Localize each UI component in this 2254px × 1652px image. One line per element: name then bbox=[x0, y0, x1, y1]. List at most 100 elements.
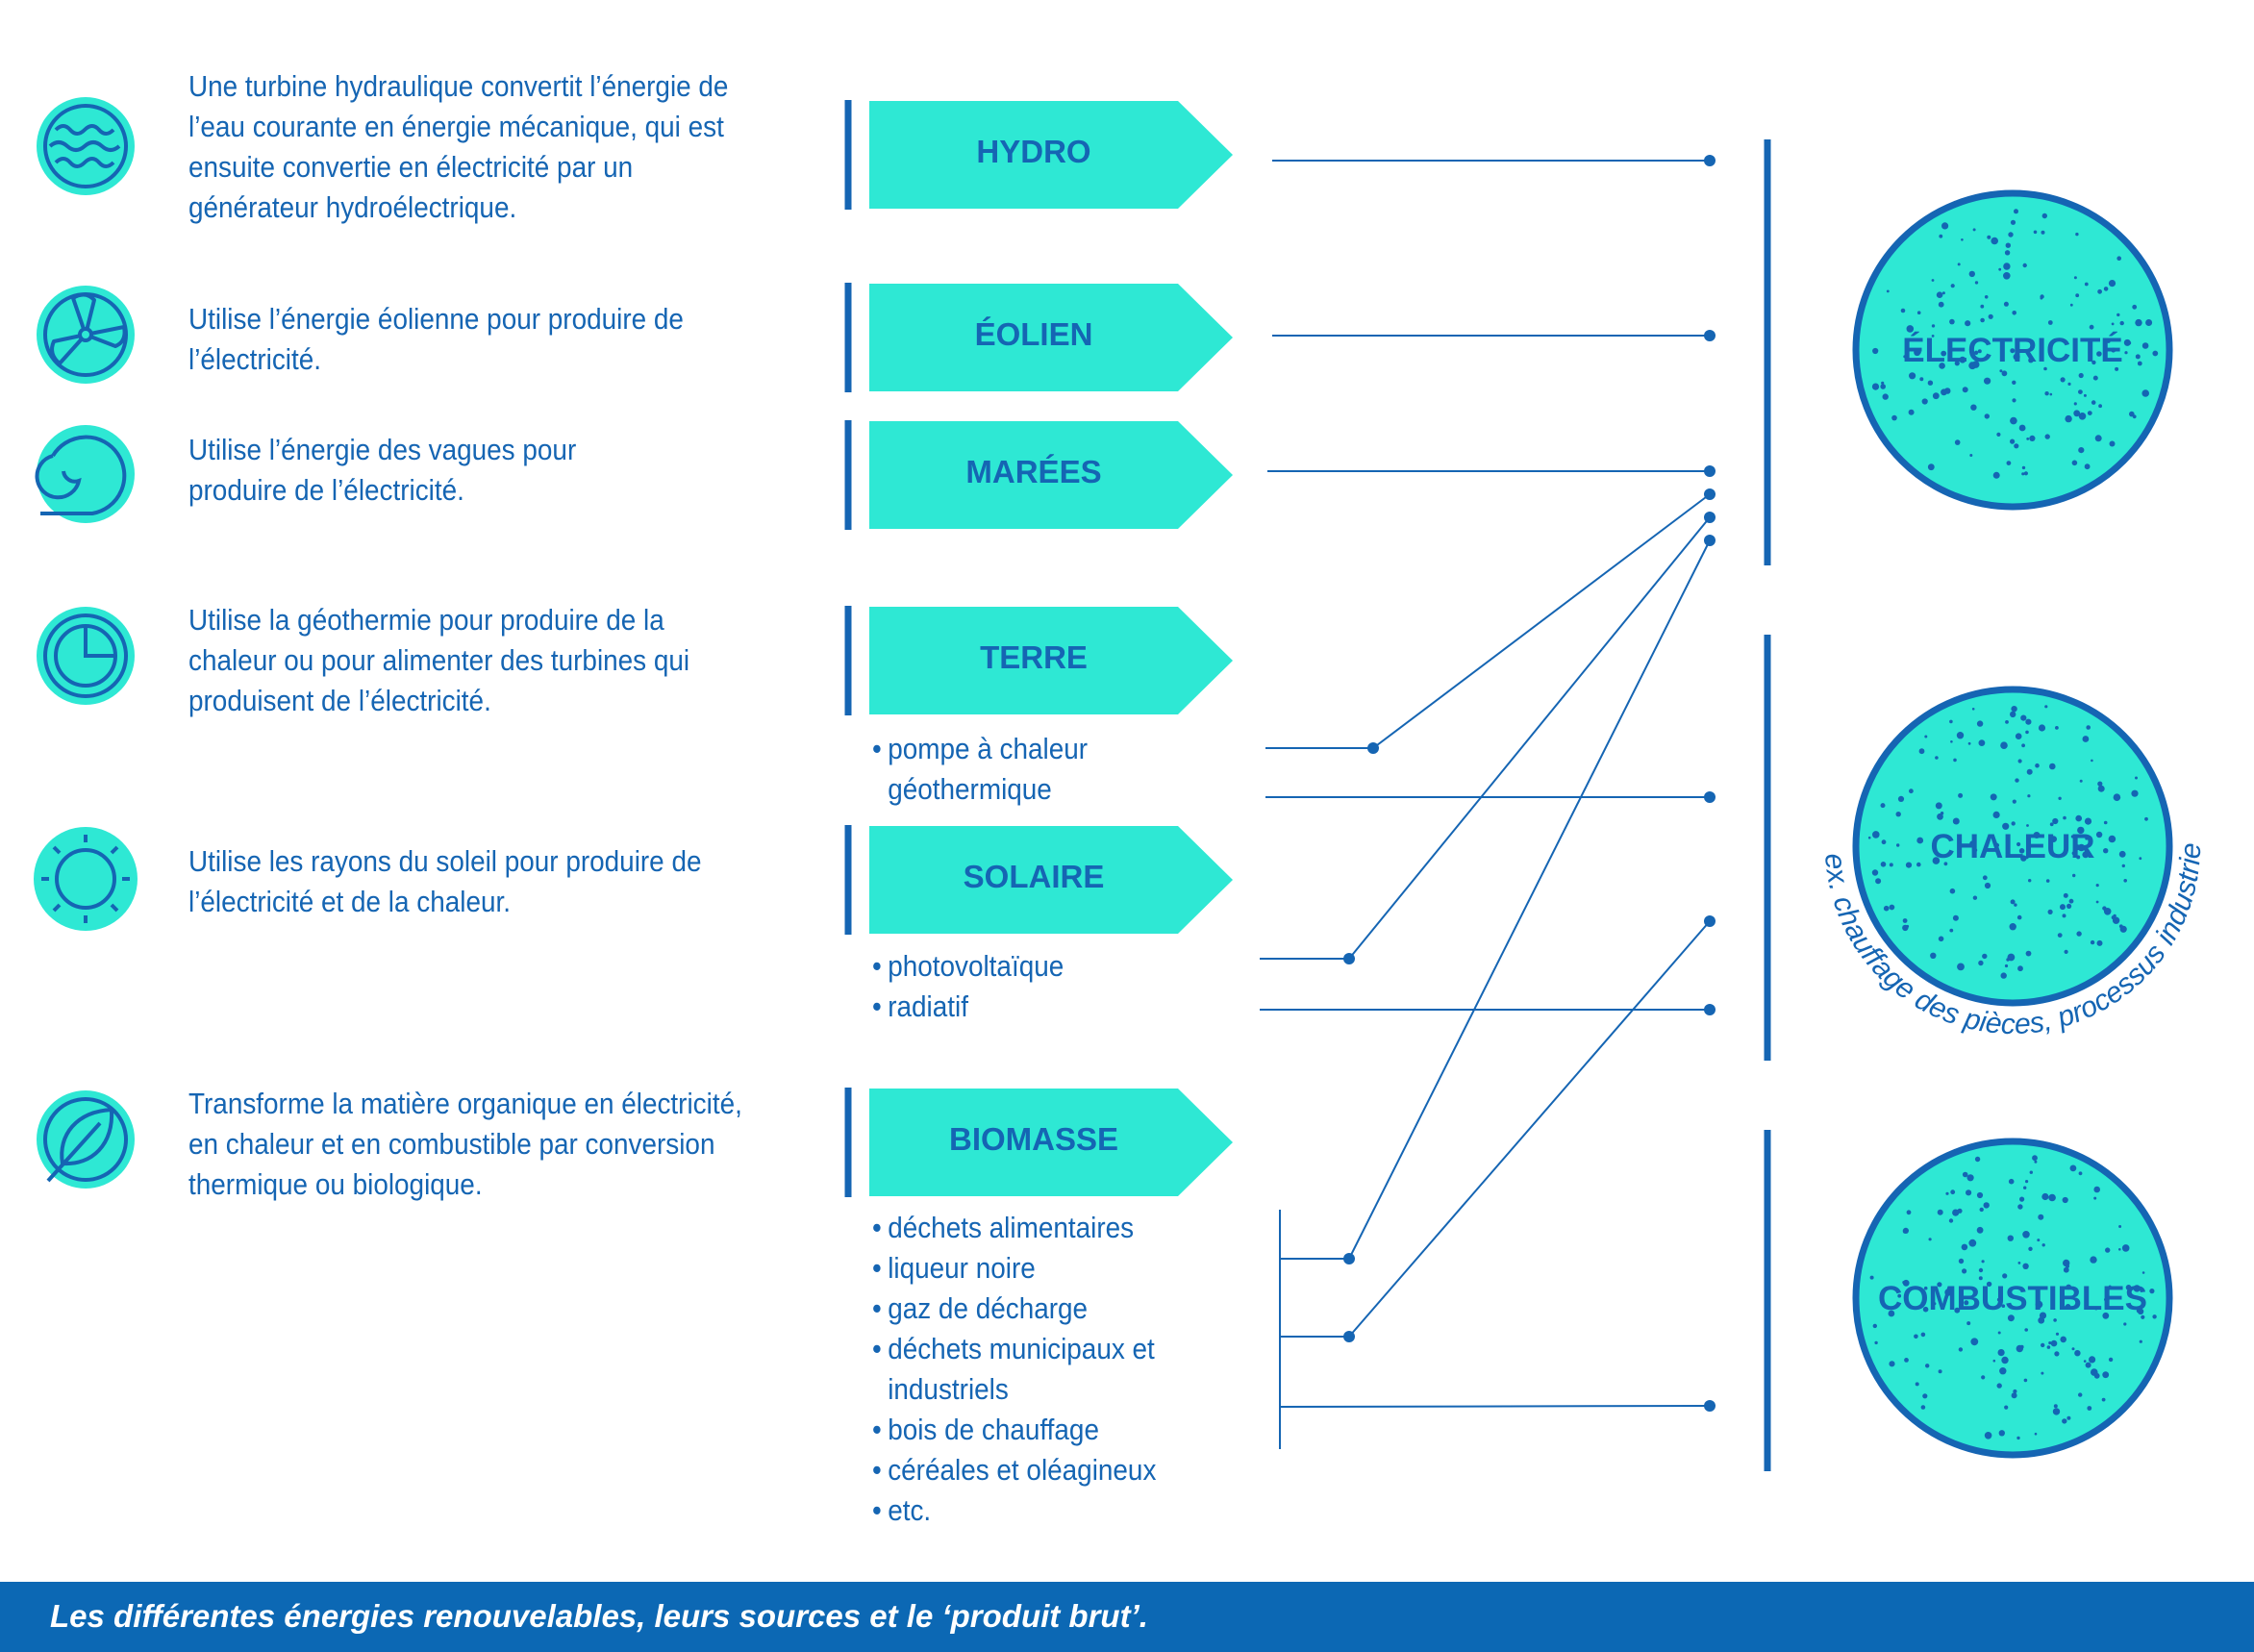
list-item: •bois de chauffage bbox=[872, 1410, 1192, 1450]
speckle-dot bbox=[2024, 1328, 2028, 1332]
speckle-dot bbox=[2021, 743, 2026, 748]
speckle-dot bbox=[2079, 779, 2083, 783]
speckle-dot bbox=[2145, 319, 2153, 326]
speckle-dot bbox=[2014, 903, 2017, 907]
speckle-dot bbox=[1980, 304, 1985, 309]
speckle-dot bbox=[2084, 282, 2089, 287]
speckle-dot bbox=[2093, 1196, 2097, 1200]
speckle-dot bbox=[2015, 733, 2022, 739]
speckle-dot bbox=[1984, 1432, 1992, 1439]
source-arrow-hydro: HYDRO bbox=[844, 100, 1233, 210]
speckle-dot bbox=[2012, 311, 2016, 315]
speckle-dot bbox=[2077, 826, 2085, 835]
speckle-dot bbox=[2086, 725, 2091, 730]
speckle-dot bbox=[2052, 1408, 2061, 1415]
speckle-dot bbox=[1941, 291, 1945, 295]
speckle-dot bbox=[1906, 1210, 1912, 1215]
speckle-dot bbox=[2049, 392, 2053, 396]
sub-item-label: photovoltaïque bbox=[888, 949, 1064, 983]
speckle-dot bbox=[1958, 792, 1964, 798]
speckle-dot bbox=[1869, 1275, 1874, 1280]
speckle-dot bbox=[2017, 1204, 2023, 1210]
speckle-dot bbox=[2055, 1332, 2060, 1336]
speckle-dot bbox=[2132, 304, 2138, 310]
leaf-icon bbox=[37, 1090, 135, 1189]
speckle-dot bbox=[2103, 848, 2109, 854]
speckle-dot bbox=[2044, 391, 2049, 396]
speckle-dot bbox=[2078, 1392, 2083, 1397]
speckle-dot bbox=[1902, 918, 1908, 923]
speckle-dot bbox=[2091, 759, 2093, 763]
speckle-dot bbox=[2103, 820, 2108, 825]
speckle-dot bbox=[2010, 416, 2017, 425]
speckle-dot bbox=[2077, 843, 2086, 852]
speckle-dot bbox=[2075, 232, 2079, 237]
speckle-dot bbox=[2135, 776, 2138, 780]
speckle-dot bbox=[1978, 739, 1986, 746]
speckle-dot bbox=[1956, 732, 1965, 739]
speckle-dot bbox=[2053, 1404, 2058, 1409]
speckle-dot bbox=[2039, 1312, 2047, 1319]
speckle-dot bbox=[1880, 862, 1887, 867]
water-waves-icon bbox=[37, 97, 135, 195]
speckle-dot bbox=[2111, 322, 2115, 326]
connector-biomasse-chaleur bbox=[1348, 920, 1711, 1338]
speckle-dot bbox=[1937, 813, 1943, 820]
speckle-dot bbox=[2085, 837, 2089, 840]
speckle-dot bbox=[1881, 839, 1887, 845]
speckle-dot bbox=[1914, 1334, 1918, 1339]
speckle-dot bbox=[1984, 295, 1989, 299]
speckle-dot bbox=[2116, 313, 2120, 317]
sun-icon bbox=[34, 827, 138, 931]
speckle-dot bbox=[1950, 740, 1953, 743]
speckle-dot bbox=[2013, 1389, 2017, 1394]
speckle-dot bbox=[1978, 960, 1984, 966]
speckle-dot bbox=[2026, 438, 2030, 440]
speckle-dot bbox=[2029, 435, 2036, 441]
speckle-dot bbox=[1916, 311, 1921, 315]
speckle-dot bbox=[2152, 350, 2159, 357]
speckle-dot bbox=[2004, 1405, 2009, 1410]
speckle-dot bbox=[2038, 724, 2046, 732]
speckle-dot bbox=[2141, 342, 2149, 349]
speckle-dot bbox=[2132, 414, 2137, 419]
speckle-dot bbox=[1994, 842, 2000, 848]
speckle-dot bbox=[2135, 354, 2141, 360]
speckle-dot bbox=[1886, 289, 1890, 293]
speckle-dot bbox=[1932, 392, 1940, 400]
speckle-dot bbox=[2070, 835, 2074, 839]
speckle-dot bbox=[2050, 1339, 2058, 1347]
wave-icon bbox=[35, 425, 135, 523]
speckle-dot bbox=[1881, 381, 1885, 385]
speckle-dot bbox=[2076, 855, 2081, 860]
speckle-dot bbox=[2089, 324, 2094, 330]
speckle-dot bbox=[1915, 1382, 1919, 1387]
speckle-dot bbox=[2028, 358, 2034, 363]
speckle-dot bbox=[2102, 1312, 2110, 1319]
speckle-dot bbox=[2011, 706, 2017, 713]
speckle-dot bbox=[2002, 822, 2010, 830]
sub-item-label: etc. bbox=[888, 1493, 932, 1527]
speckle-dot bbox=[2062, 1418, 2067, 1424]
speckle-dot bbox=[1889, 904, 1895, 911]
speckle-dot bbox=[1999, 369, 2003, 373]
sub-item-label: bois de chauffage bbox=[888, 1413, 1099, 1446]
speckle-dot bbox=[1883, 905, 1890, 912]
sublist-terre: •pompe à chaleur géothermique bbox=[872, 729, 1097, 810]
speckle-dot bbox=[2032, 1155, 2038, 1162]
speckle-dot bbox=[1931, 324, 1936, 328]
description-hydro: Une turbine hydraulique convertit l’éner… bbox=[188, 69, 729, 224]
speckle-dot bbox=[2095, 900, 2099, 904]
list-item: •gaz de décharge bbox=[872, 1289, 1192, 1329]
speckle-dot bbox=[1925, 1364, 1930, 1368]
speckle-dot bbox=[1922, 1393, 1928, 1399]
speckle-dot bbox=[1949, 719, 1953, 724]
speckle-dot bbox=[1906, 325, 1915, 333]
bullet-mark: • bbox=[872, 732, 882, 765]
speckle-dot bbox=[2078, 413, 2087, 420]
speckle-dot bbox=[2028, 844, 2032, 848]
speckle-dot bbox=[2085, 1362, 2091, 1368]
speckle-dot bbox=[1880, 803, 1886, 809]
speckle-dot bbox=[2012, 380, 2016, 385]
connector-pompe-electricite bbox=[1372, 493, 1711, 749]
